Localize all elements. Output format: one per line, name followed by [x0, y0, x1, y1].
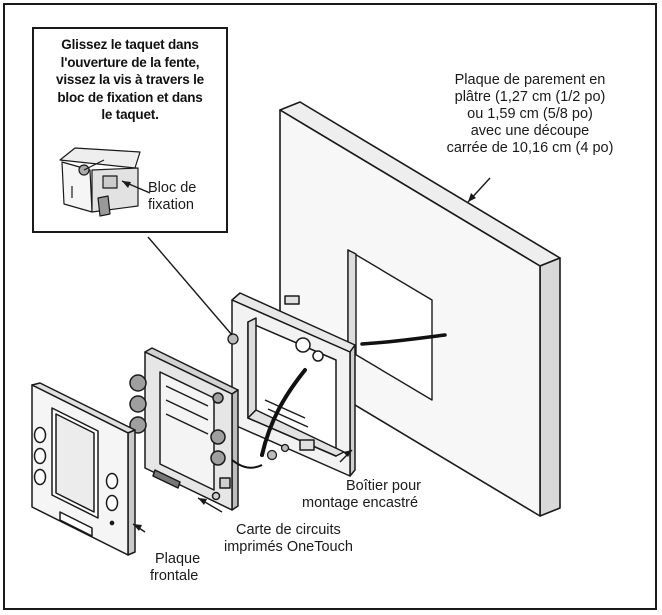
cable-wall: [360, 333, 447, 346]
diagram-frame: [3, 3, 657, 610]
label-drywall: Plaque de parement en plâtre (1,27 cm (1…: [430, 72, 630, 157]
label-line: ou 1,59 cm (5/8 po): [467, 106, 593, 122]
inset-box: [32, 27, 228, 233]
label-line: imprimés OneTouch: [224, 539, 353, 555]
label-circuit-board: Carte de circuits imprimés OneTouch: [224, 522, 374, 556]
board-wire: [231, 459, 263, 469]
label-line: avec une découpe: [470, 123, 590, 139]
label-line: Plaque de parement en: [454, 72, 606, 88]
circuit-board: [129, 347, 239, 511]
inset-instruction-line: l'ouverture de la fente,: [60, 54, 200, 70]
inset-instruction-line: Glissez le taquet dans: [61, 37, 199, 52]
label-line: Boîtier pour: [346, 478, 421, 494]
label-faceplate: Plaque frontale: [150, 551, 230, 585]
inset-instruction-line: le taquet.: [101, 107, 159, 122]
label-line: frontale: [150, 568, 199, 584]
drywall-cutout: [347, 249, 433, 401]
inset-instruction-line: bloc de fixation et dans: [57, 89, 203, 105]
inset-instruction: Glissez le taquet dans l'ouverture de la…: [40, 36, 220, 124]
label-line: Carte de circuits: [236, 522, 341, 538]
label-line: carrée de 10,16 cm (4 po): [446, 140, 614, 156]
faceplate: [31, 382, 136, 556]
label-line: Plaque: [155, 551, 201, 567]
cable-box: [260, 368, 307, 457]
label-line: plâtre (1,27 cm (1/2 po): [454, 89, 606, 105]
label-line: montage encastré: [302, 495, 419, 511]
box-screws: [227, 333, 290, 461]
label-line: Bloc de: [148, 180, 197, 196]
leader-arrowheads: [122, 181, 476, 531]
label-line: fixation: [148, 197, 194, 213]
inset-instruction-line: vissez la vis à travers le: [56, 72, 204, 87]
label-electrical-box: Boîtier pour montage encastré: [302, 478, 462, 512]
label-bloc-fixation: Bloc de fixation: [148, 180, 228, 214]
